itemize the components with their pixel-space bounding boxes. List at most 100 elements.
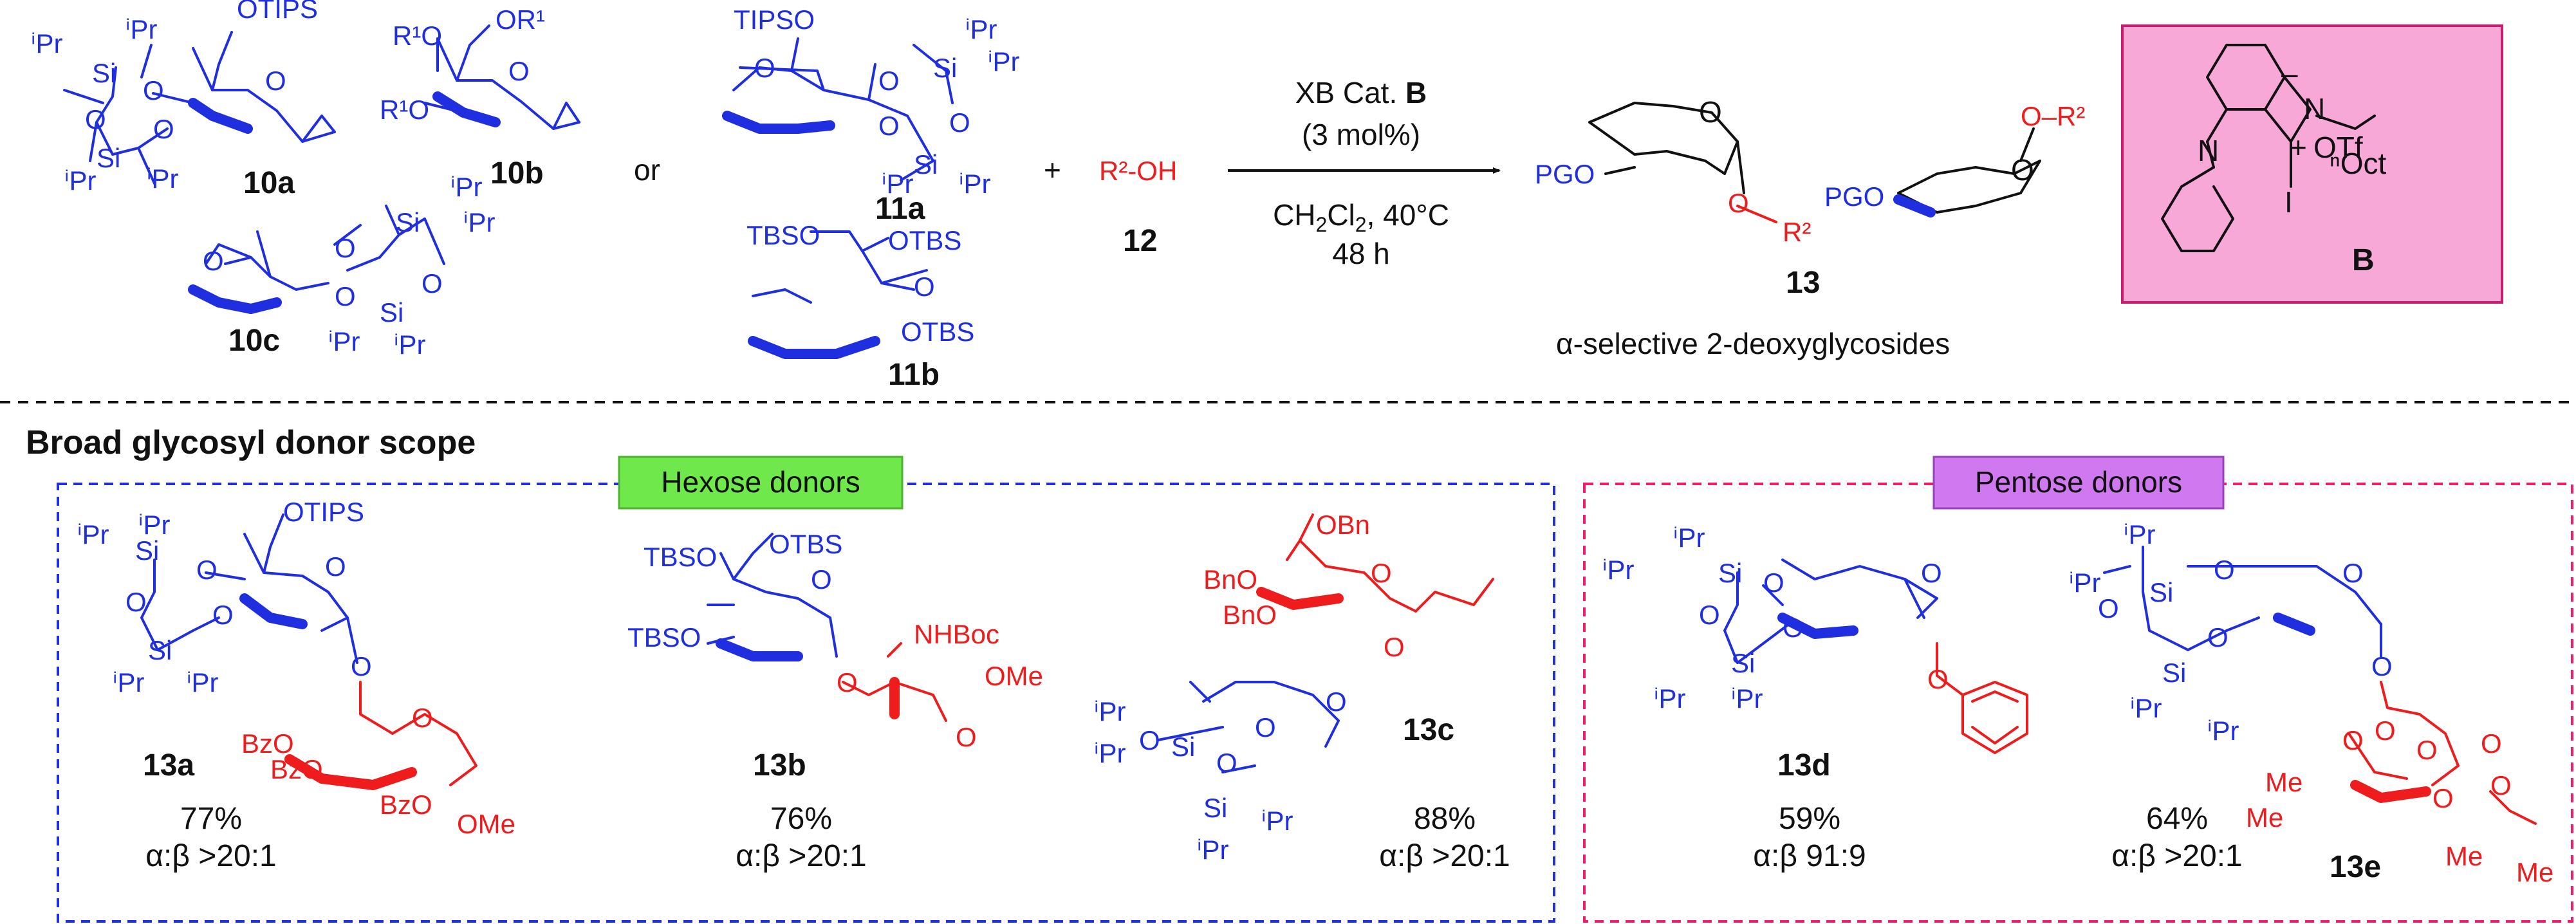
svg-text:PGO: PGO	[1535, 159, 1595, 189]
nucleophile-r2oh: R²-OH	[1099, 156, 1177, 186]
svg-text:BnO: BnO	[1203, 564, 1257, 595]
svg-text:OTBS: OTBS	[769, 529, 842, 559]
svg-text:N: N	[2304, 92, 2325, 125]
svg-text:BzO: BzO	[270, 754, 323, 784]
reaction-arrow: XB Cat. B (3 mol%) CH2Cl2, 40°C 48 h	[1228, 76, 1501, 270]
compound-10c-label: 10c	[228, 324, 280, 358]
svg-text:O: O	[2481, 728, 2502, 759]
svg-text:O: O	[2375, 716, 2396, 746]
svg-text:O: O	[1699, 95, 1722, 129]
svg-text:Si: Si	[380, 297, 403, 328]
conditions-solvent: CH2Cl2, 40°C	[1273, 198, 1449, 236]
svg-text:OTf: OTf	[2313, 131, 2363, 164]
product-13c-label: 13c	[1403, 713, 1454, 747]
svg-text:I: I	[2284, 185, 2293, 219]
svg-text:ⁱPr: ⁱPr	[2207, 716, 2239, 746]
compound-10a-label: 10a	[243, 166, 295, 200]
svg-text:O: O	[1927, 664, 1949, 694]
svg-text:O: O	[1371, 558, 1392, 588]
svg-text:O: O	[1699, 600, 1720, 630]
svg-text:ⁱPr: ⁱPr	[113, 667, 145, 698]
svg-text:Me: Me	[2445, 841, 2483, 871]
svg-text:ⁱPr: ⁱPr	[1731, 683, 1763, 714]
product-13a-label: 13a	[143, 748, 194, 782]
svg-text:O: O	[1384, 632, 1405, 662]
product-13a-selectivity: α:β >20:1	[145, 839, 276, 873]
svg-text:ⁱPr: ⁱPr	[187, 667, 219, 698]
svg-text:ⁱPr: ⁱPr	[394, 329, 426, 360]
svg-text:–: –	[2281, 57, 2298, 90]
product-13a-yield: 77%	[180, 802, 242, 836]
svg-text:O: O	[335, 281, 356, 311]
svg-text:ⁱPr: ⁱPr	[2124, 519, 2156, 550]
compound-11a-structure: TIPSO O O O Si O Si ⁱPr ⁱPr ⁱPr ⁱPr 11a	[722, 5, 1020, 226]
svg-text:Si: Si	[2162, 658, 2186, 688]
svg-text:ⁱPr: ⁱPr	[1197, 835, 1229, 865]
svg-text:Si: Si	[135, 535, 159, 566]
svg-text:O: O	[153, 114, 174, 144]
svg-text:ⁱPr: ⁱPr	[988, 46, 1020, 77]
svg-text:Si: Si	[92, 58, 116, 88]
svg-text:Si: Si	[1731, 648, 1755, 678]
svg-text:BnO: BnO	[1223, 600, 1277, 630]
svg-text:O: O	[878, 111, 900, 141]
svg-text:O: O	[2011, 153, 2034, 187]
svg-text:O: O	[2432, 783, 2454, 813]
svg-text:Si: Si	[2149, 577, 2173, 607]
svg-text:+: +	[2290, 131, 2307, 164]
svg-text:O: O	[2342, 558, 2364, 588]
svg-text:ⁱPr: ⁱPr	[77, 519, 109, 550]
svg-text:O–R²: O–R²	[2021, 101, 2085, 131]
compound-10b-structure: R¹O OR¹ O R¹O 10b	[380, 5, 580, 190]
svg-text:ⁱPr: ⁱPr	[64, 165, 97, 196]
product-13e-selectivity: α:β >20:1	[2111, 839, 2242, 873]
svg-text:OTIPS: OTIPS	[237, 0, 318, 24]
svg-text:R¹O: R¹O	[380, 95, 429, 125]
svg-text:Si: Si	[914, 149, 938, 180]
svg-text:O: O	[2214, 555, 2235, 585]
svg-text:O: O	[1139, 725, 1160, 755]
svg-text:OTBS: OTBS	[888, 225, 961, 255]
pentose-label-tag: Pentose donors	[1932, 456, 2225, 510]
product-13c-selectivity: α:β >20:1	[1379, 839, 1510, 873]
svg-text:O: O	[335, 233, 356, 263]
scope-title: Broad glycosyl donor scope	[26, 424, 476, 461]
svg-text:NHBoc: NHBoc	[914, 619, 999, 649]
svg-text:ⁱPr: ⁱPr	[2130, 693, 2162, 723]
svg-text:O: O	[265, 66, 286, 96]
svg-text:ⁱPr: ⁱPr	[463, 207, 496, 237]
product-13c-yield: 88%	[1414, 802, 1476, 836]
product-13e-structure: O O Si O O Si ⁱPr ⁱPr ⁱPr ⁱPr O O O O O …	[2069, 519, 2553, 887]
svg-text:ⁱPr: ⁱPr	[1654, 683, 1686, 714]
svg-text:ⁱPr: ⁱPr	[328, 326, 360, 356]
product-13e-label: 13e	[2330, 850, 2381, 884]
svg-text:Si: Si	[1718, 558, 1742, 588]
svg-text:O: O	[1728, 188, 1749, 218]
product-13d-label: 13d	[1777, 748, 1831, 782]
product-13b-structure: TBSO OTBS O TBSO O NHBoc OMe O 13b 76% α…	[627, 529, 1043, 873]
svg-text:O: O	[85, 104, 106, 134]
pentose-region	[1583, 483, 2573, 923]
svg-text:TBSO: TBSO	[627, 622, 701, 652]
svg-text:TBSO: TBSO	[746, 220, 820, 250]
svg-text:Hexose donors: Hexose donors	[661, 465, 860, 499]
svg-text:O: O	[2207, 622, 2229, 652]
svg-text:TIPSO: TIPSO	[734, 5, 815, 35]
svg-text:R²: R²	[1783, 217, 1811, 247]
svg-text:Me: Me	[2516, 857, 2553, 887]
svg-text:O: O	[2371, 651, 2393, 681]
svg-text:O: O	[914, 272, 935, 302]
svg-text:OBn: OBn	[1316, 510, 1370, 540]
svg-text:O: O	[325, 551, 346, 582]
svg-text:Si: Si	[148, 635, 172, 665]
svg-text:O: O	[412, 703, 433, 733]
svg-text:R¹O: R¹O	[393, 21, 442, 51]
svg-text:Si: Si	[1203, 793, 1227, 823]
svg-text:BzO: BzO	[241, 728, 294, 759]
compound-11b-structure: TBSO OTBS O OTBS 11b	[746, 220, 974, 392]
svg-text:O: O	[1326, 687, 1347, 717]
svg-text:O: O	[1783, 613, 1804, 643]
svg-text:O: O	[811, 564, 832, 595]
product-caption: α-selective 2-deoxyglycosides	[1556, 327, 1950, 360]
